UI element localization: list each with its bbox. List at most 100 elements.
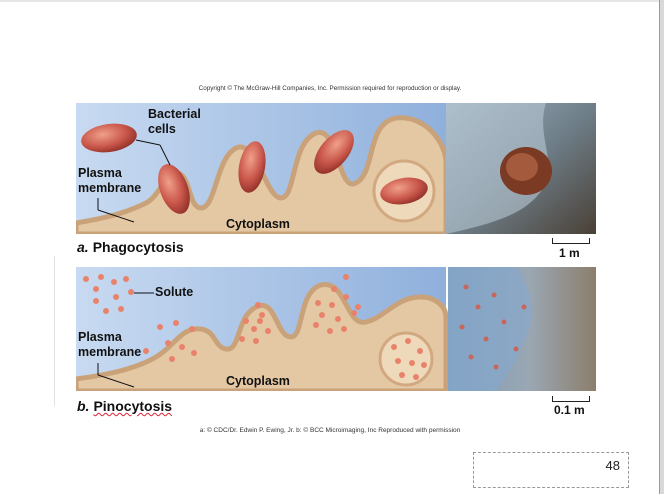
bacterium [314,130,354,174]
micrograph-particle [475,304,481,310]
micrograph-particle [459,324,465,330]
leader-line [97,374,135,388]
solute-particle [351,310,357,316]
solute-particle [169,356,175,362]
micrograph-particle [521,304,527,310]
label-line: membrane [78,181,142,195]
page-number-placeholder[interactable]: 48 [473,452,629,488]
solute-particle [405,338,411,344]
micrograph-particle [491,292,497,298]
solute-particle [421,362,427,368]
solute-particle [118,306,124,312]
solute-particle [123,276,129,282]
solute-particle [103,308,109,314]
solute-particle [355,304,361,310]
phagocytosis-illustration [76,103,596,234]
solute-particle [251,326,257,332]
micrograph-background [448,267,532,391]
leader-line [97,209,135,223]
cytoplasm-label: Cytoplasm [226,217,290,231]
solute-particle [335,316,341,322]
solute-particles [83,274,427,380]
caption-letter: b. [77,398,90,414]
solute-particle [93,286,99,292]
micrograph-particle [463,284,469,290]
cytoplasm-label: Cytoplasm [226,374,290,388]
plasma-membrane-label: Plasma membrane [78,166,141,196]
solute-particle [391,344,397,350]
solute-particle [128,289,134,295]
scale-label-b: 0.1 m [554,403,585,417]
solute-particle [329,302,335,308]
solute-particle [413,374,419,380]
bacterial-cells-label: Bacterial cells [148,107,201,137]
solute-particle [191,350,197,356]
micrograph-particles [459,284,527,370]
scale-label-a: 1 m [559,246,580,260]
label-line: membrane [78,345,142,359]
micrograph-particle [501,319,507,325]
scrollbar-edge[interactable] [659,0,664,494]
pinocytosis-caption: b.Pinocytosis [77,398,172,414]
solute-particle [253,338,259,344]
bacterium [380,177,428,205]
scale-bar-b [552,396,590,402]
solute-particle [243,318,249,324]
solute-particle [313,322,319,328]
bacterium [81,123,137,153]
solute-particle [111,279,117,285]
solute-particle [265,328,271,334]
micrograph-particle [483,336,489,342]
scale-bar-a [552,238,590,244]
phagocytosis-caption: a.Phagocytosis [77,239,184,255]
micrograph-bacterium-core [506,153,538,181]
pinocytosis-figure: Solute Plasma membrane Cytoplasm [76,267,596,391]
leader-line [159,144,171,166]
caption-letter: a. [77,239,89,255]
window-top-edge [0,0,664,2]
solute-particle [173,320,179,326]
solute-particle [259,312,265,318]
plasma-membrane-label: Plasma membrane [78,330,141,360]
micrograph-particle [493,364,499,370]
label-line: cells [148,122,176,136]
copyright-text: Copyright © The McGraw-Hill Companies, I… [198,85,462,92]
phagocytosis-figure: Bacterial cells Plasma membrane Cytoplas… [76,103,596,234]
image-credit: a: © CDC/Dr. Edwin P. Ewing, Jr. b: © BC… [0,427,660,434]
solute-particle [98,274,104,280]
micrograph-background [446,103,549,234]
cytoplasm-region [76,282,449,391]
solute-particle [409,360,415,366]
bacterium [238,141,266,193]
solute-particle [165,340,171,346]
solute-particle [143,348,149,354]
micrograph-particle [468,354,474,360]
solute-particle [113,294,119,300]
solute-particle [315,300,321,306]
solute-particle [239,336,245,342]
caption-title: Phagocytosis [92,239,184,255]
caption-title: Pinocytosis [93,398,173,414]
solute-particle [331,286,337,292]
solute-particle [327,328,333,334]
solute-particle [255,302,261,308]
solute-particle [343,274,349,280]
credit-text: a: © CDC/Dr. Edwin P. Ewing, Jr. b: © BC… [199,427,461,434]
solute-particle [395,358,401,364]
solute-particle [417,348,423,354]
bacterium [158,164,190,214]
solute-particle [179,344,185,350]
solute-particle [83,276,89,282]
solute-particle [319,312,325,318]
label-line: Plasma [78,330,122,344]
solute-label: Solute [155,285,194,299]
solute-particle [93,298,99,304]
page-number: 48 [605,458,620,473]
micrograph-particle [513,346,519,352]
copyright-notice: Copyright © The McGraw-Hill Companies, I… [0,85,660,92]
solute-particle [343,294,349,300]
label-line: Plasma [78,166,122,180]
solute-particle [257,318,263,324]
solute-particle [341,326,347,332]
label-line: Bacterial [148,107,201,121]
